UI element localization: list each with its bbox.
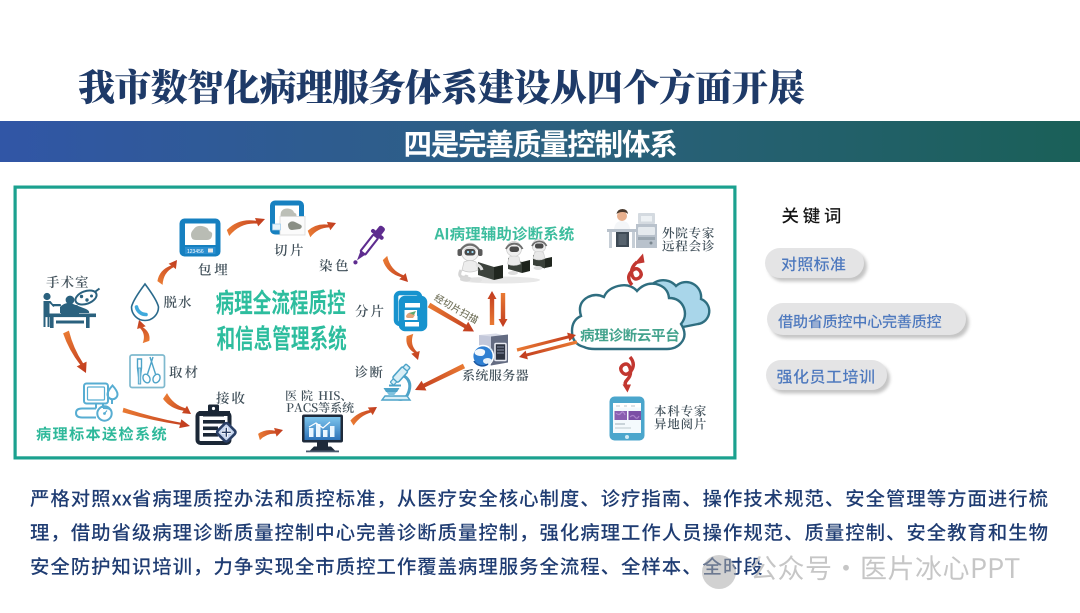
svg-text:123456: 123456 — [187, 249, 204, 255]
